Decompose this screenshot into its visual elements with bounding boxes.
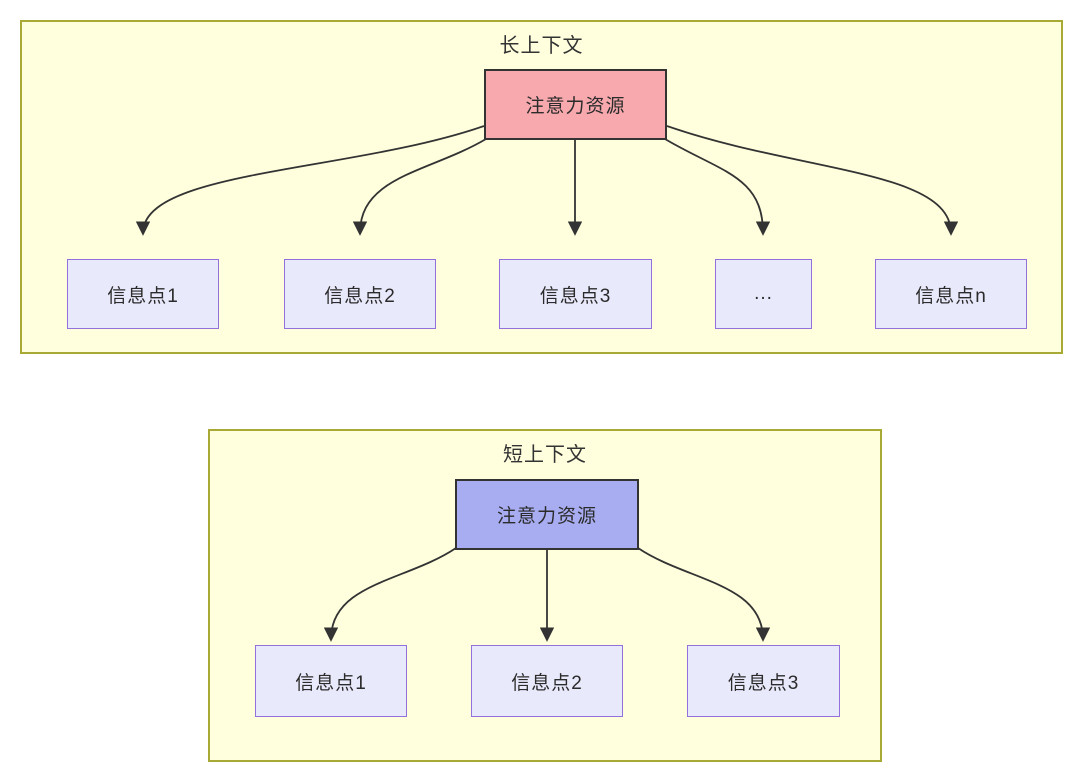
short-context-title: 短上下文 <box>503 444 587 466</box>
edge-attention-to-info3-short <box>637 547 771 642</box>
edge-attention-to-info-n <box>666 125 959 236</box>
edge-attention-to-info1-short <box>323 547 457 642</box>
long-context-title: 长上下文 <box>499 35 584 57</box>
info-point-1-node-short: 信息点1 <box>255 645 407 717</box>
info-point-3-node-short: 信息点3 <box>687 645 840 717</box>
info-point-n-node-long: 信息点n <box>875 259 1027 329</box>
edge-attention-to-info2 <box>352 138 487 236</box>
short-context-panel: 短上下文 注意力资源 信息点1 信息点2 信息点3 <box>208 429 882 762</box>
info-point-3-node-long: 信息点3 <box>499 259 652 329</box>
info-point-1-node-long: 信息点1 <box>67 259 219 329</box>
attention-resource-node-short: 注意力资源 <box>455 479 639 550</box>
info-point-2-node-long: 信息点2 <box>284 259 436 329</box>
info-point-ellipsis-node-long: ... <box>715 259 812 329</box>
attention-resource-node-long: 注意力资源 <box>484 69 667 140</box>
edge-attention-to-info1 <box>135 125 485 236</box>
edge-attention-to-ellipsis <box>664 138 771 236</box>
long-context-panel: 长上下文 注意力资源 信息点1 信息点2 信息点3 ... 信息点n <box>20 20 1063 354</box>
info-point-2-node-short: 信息点2 <box>471 645 623 717</box>
